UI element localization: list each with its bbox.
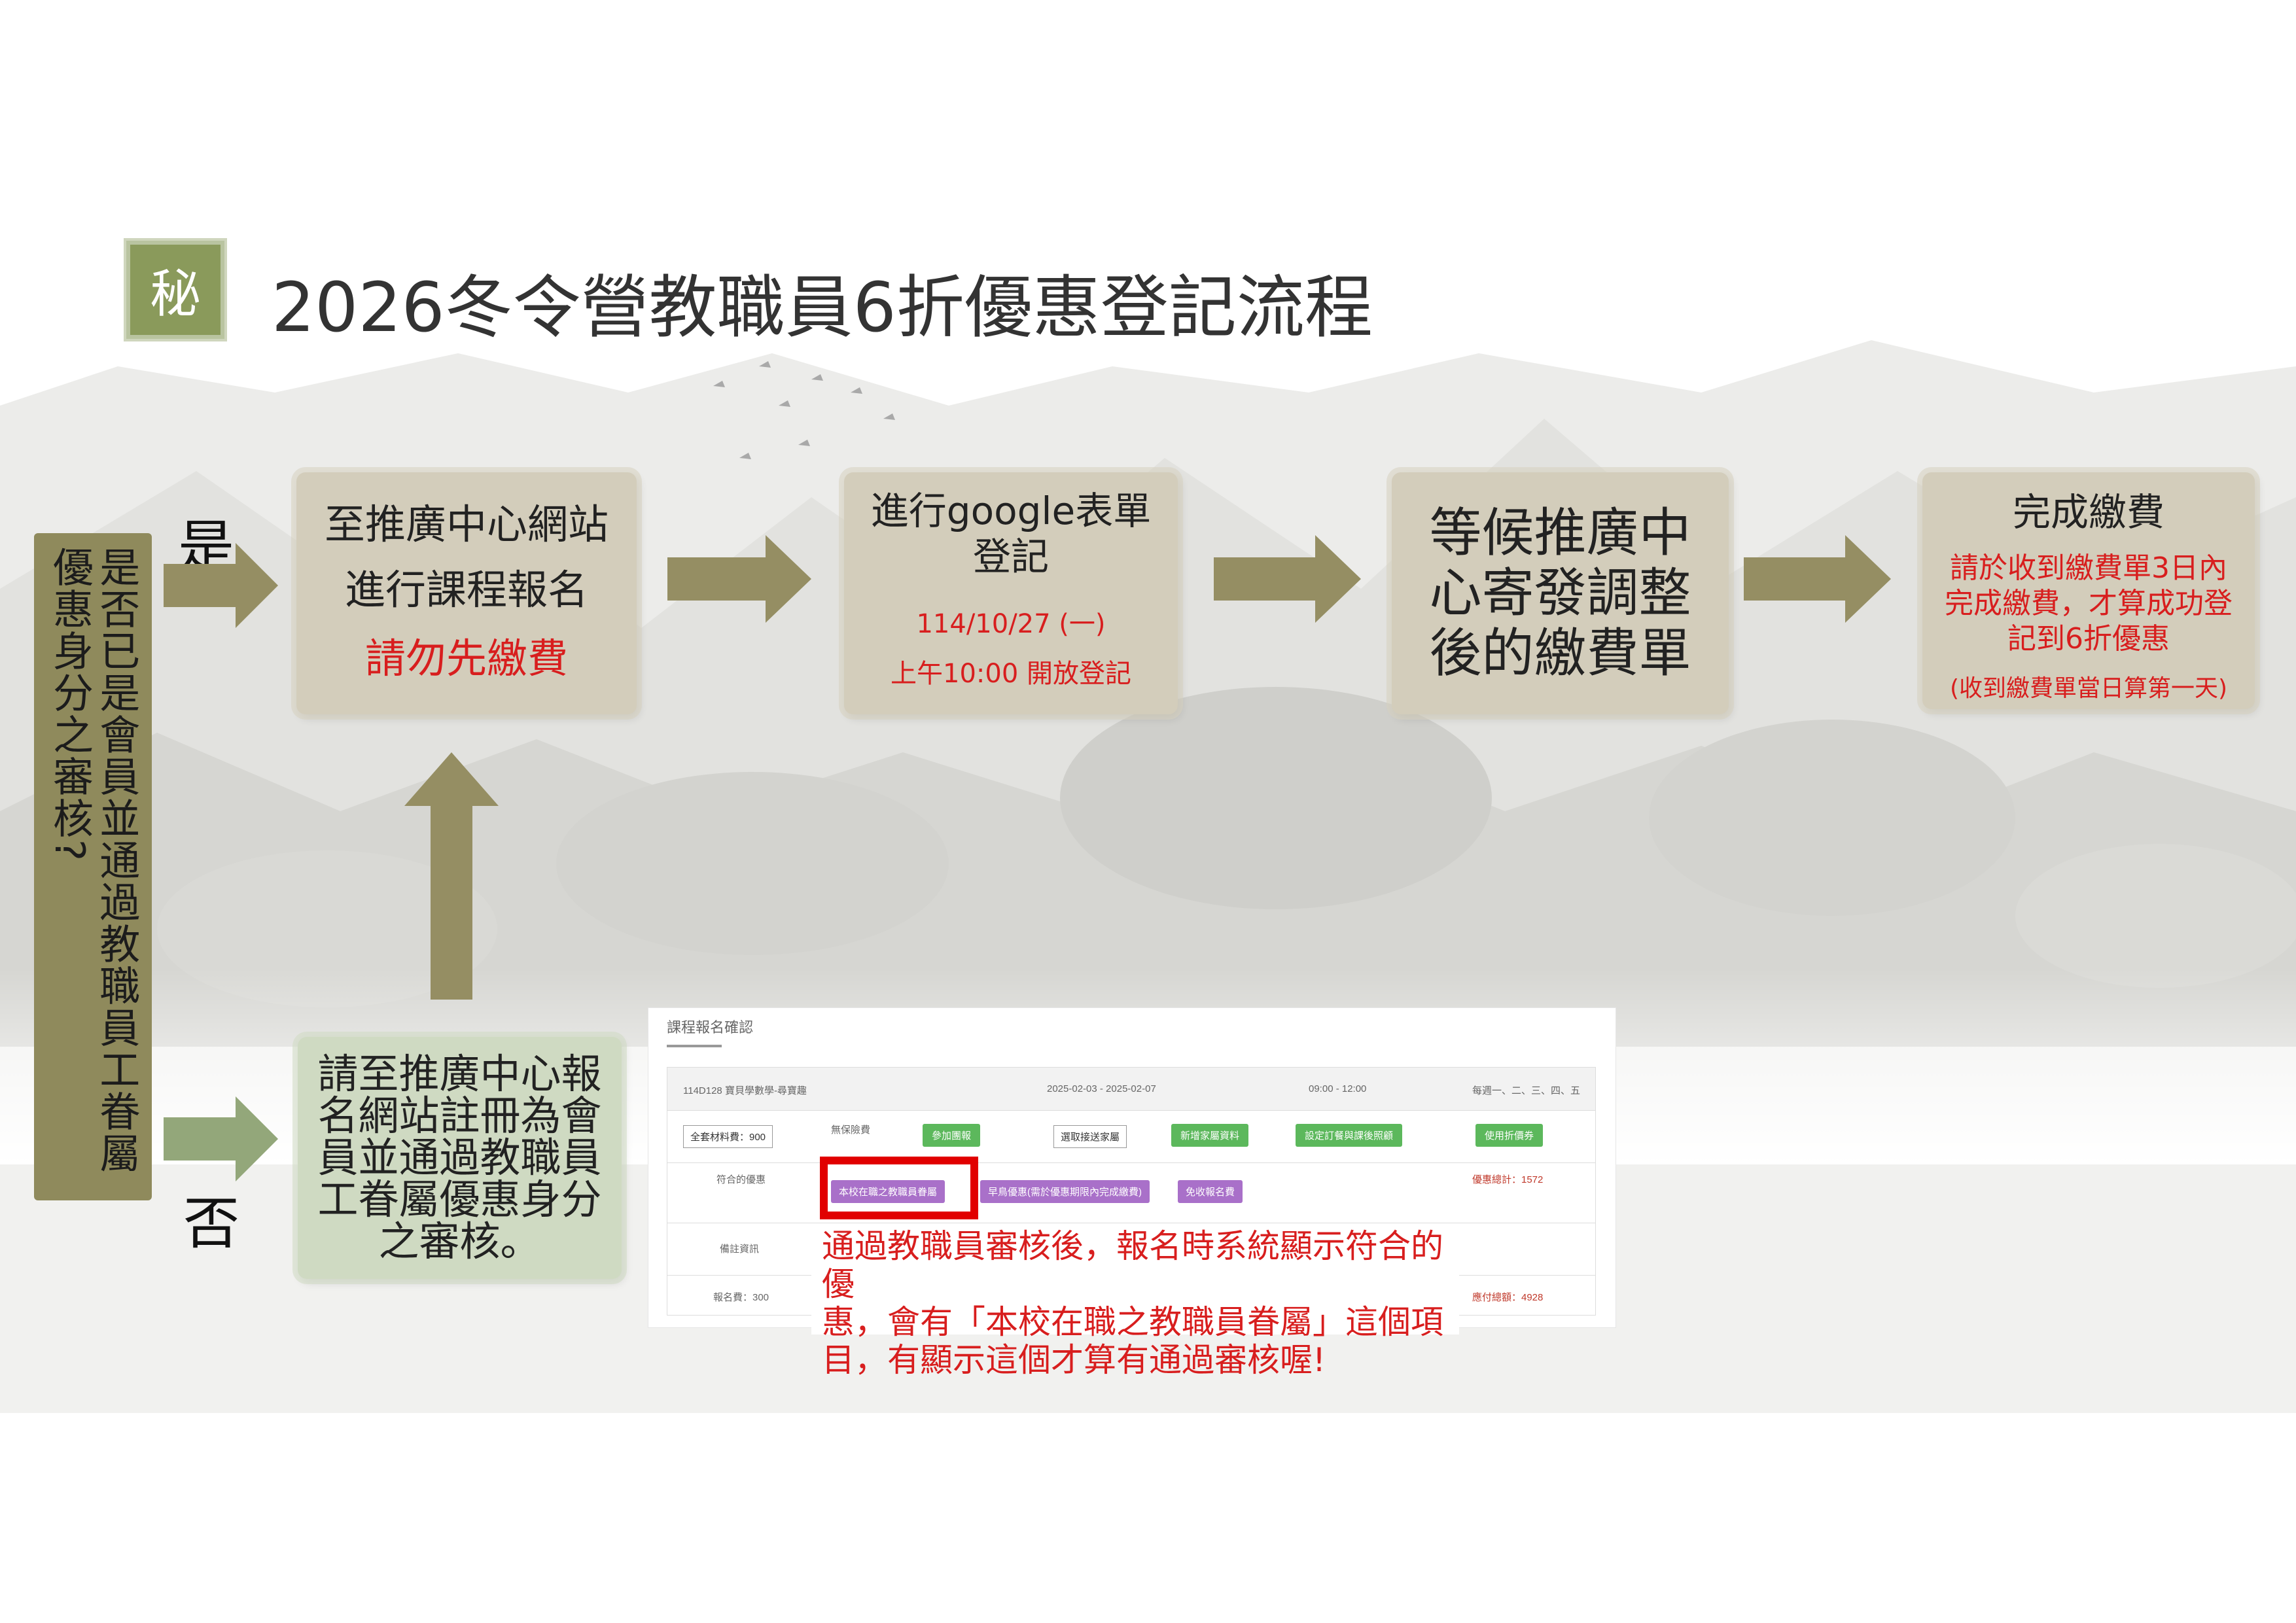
annotation-background	[811, 1223, 1459, 1335]
register-line5: 之審核。	[378, 1217, 541, 1265]
ss-discount-no-fee: 免收報名費	[1178, 1180, 1243, 1203]
ss-days: 每週一、二、三、四、五	[1472, 1085, 1581, 1096]
annotation-line2: 惠，會有「本校在職之教職員眷屬」這個項	[822, 1303, 1443, 1341]
arrow-up	[404, 752, 499, 1000]
ss-pickup-button[interactable]: 選取接送家屬	[1053, 1125, 1127, 1148]
step4-note: (收到繳費單當日算第一天)	[1949, 675, 2228, 702]
badge-label: 秘	[149, 265, 201, 324]
register-line3: 員並通過教職員	[317, 1134, 602, 1181]
arrow-step2-to-3	[1214, 535, 1361, 623]
ss-material-fee[interactable]: 全套材料費：900	[683, 1125, 773, 1148]
ss-discount-label: 符合的優惠	[716, 1174, 766, 1185]
annotation-line3: 目，有顯示這個才算有通過審核喔!	[822, 1341, 1326, 1379]
ss-discount-row: 符合的優惠 本校在職之教職員眷屬 早鳥優惠(需於優惠期限內完成繳費) 免收報名費…	[667, 1163, 1595, 1223]
step2-line1: 進行google表單	[870, 489, 1152, 533]
register-line4: 工眷屬優惠身分	[317, 1176, 602, 1223]
ss-discount-total: 優惠總計：1572	[1472, 1174, 1544, 1185]
step4-title: 完成繳費	[2012, 490, 2164, 534]
step-register-member: 請至推廣中心報 名網站註冊為會 員並通過教職員 工眷屬優惠身分 之審核。	[298, 1037, 622, 1279]
annotation-line1: 通過教職員審核後，報名時系統顯示符合的優	[822, 1227, 1443, 1303]
arrow-step3-to-4	[1744, 535, 1891, 623]
ss-course: 114D128 寶貝學數學-尋寶趣	[683, 1085, 807, 1096]
ss-discount-staff-family: 本校在職之教職員眷屬	[831, 1180, 945, 1203]
question-text: 是否已是會員並通過教職員工眷屬優惠身分之審核?	[46, 546, 141, 1174]
ss-meal-button[interactable]: 設定訂餐與課後照顧	[1296, 1124, 1403, 1147]
step4-line1: 請於收到繳費單3日內	[1950, 551, 2227, 585]
annotation-text: 通過教職員審核後，報名時系統顯示符合的優 惠，會有「本校在職之教職員眷屬」這個項…	[822, 1227, 1463, 1379]
step3-line2: 心寄發調整	[1429, 563, 1691, 623]
ss-coupon-button[interactable]: 使用折價券	[1475, 1124, 1544, 1147]
ss-options-row: 全套材料費：900 無保險費 參加團報 選取接送家屬 新增家屬資料 設定訂餐與課…	[667, 1111, 1595, 1163]
ss-time: 09:00 - 12:00	[1309, 1083, 1367, 1094]
ss-signup-fee: 報名費：300	[713, 1292, 769, 1303]
step1-line2: 進行課程報名	[344, 566, 588, 614]
page-title: 2026冬令營教職員6折優惠登記流程	[272, 268, 1373, 347]
ss-title: 課程報名確認	[667, 1019, 754, 1036]
step1-line1: 至推廣中心網站	[324, 500, 609, 548]
branch-no-label: 否	[183, 1191, 239, 1257]
ss-title-underline	[667, 1045, 722, 1047]
highlight-box	[820, 1157, 978, 1219]
arrow-step1-to-2	[667, 535, 811, 623]
ss-insurance: 無保險費	[831, 1125, 871, 1136]
step2-line2: 登記	[972, 534, 1049, 579]
step4-line3: 記到6折優惠	[2007, 622, 2170, 655]
ss-discount-early-bird: 早鳥優惠(需於優惠期限內完成繳費)	[980, 1180, 1150, 1203]
step3-line1: 等候推廣中	[1429, 502, 1691, 563]
step-register-course: 至推廣中心網站 進行課程報名 請勿先繳費	[296, 472, 637, 714]
ss-total-row: 報名費：300 應付總額：4928	[667, 1276, 1595, 1316]
ss-table: 114D128 寶貝學數學-尋寶趣 2025-02-03 - 2025-02-0…	[667, 1067, 1596, 1316]
ss-header-row: 114D128 寶貝學數學-尋寶趣 2025-02-03 - 2025-02-0…	[667, 1068, 1595, 1111]
step2-time: 上午10:00 開放登記	[891, 659, 1131, 689]
step-complete-payment: 完成繳費 請於收到繳費單3日內 完成繳費，才算成功登 記到6折優惠 (收到繳費單…	[1922, 472, 2255, 709]
ss-add-family-button[interactable]: 新增家屬資料	[1171, 1124, 1249, 1147]
step-google-form: 進行google表單 登記 114/10/27 (一) 上午10:00 開放登記	[844, 472, 1178, 714]
step-wait-bill: 等候推廣中 心寄發調整 後的繳費單	[1392, 472, 1729, 714]
ss-join-group-button[interactable]: 參加團報	[923, 1124, 981, 1147]
question-box: 是否已是會員並通過教職員工眷屬優惠身分之審核?	[34, 533, 152, 1200]
ss-payable-total: 應付總額：4928	[1472, 1292, 1544, 1303]
title-badge: 秘	[126, 241, 224, 339]
step4-line2: 完成繳費，才算成功登	[1945, 587, 2233, 620]
arrow-no	[164, 1096, 278, 1181]
register-line1: 請至推廣中心報	[317, 1050, 602, 1098]
register-line2: 名網站註冊為會	[317, 1092, 602, 1140]
step1-warning: 請勿先繳費	[364, 635, 568, 682]
step3-line3: 後的繳費單	[1429, 623, 1691, 684]
ss-dates: 2025-02-03 - 2025-02-07	[1047, 1083, 1156, 1094]
arrow-yes	[164, 543, 278, 628]
ss-remarks-label: 備註資訊	[720, 1244, 760, 1255]
step2-date: 114/10/27 (一)	[916, 609, 1106, 639]
